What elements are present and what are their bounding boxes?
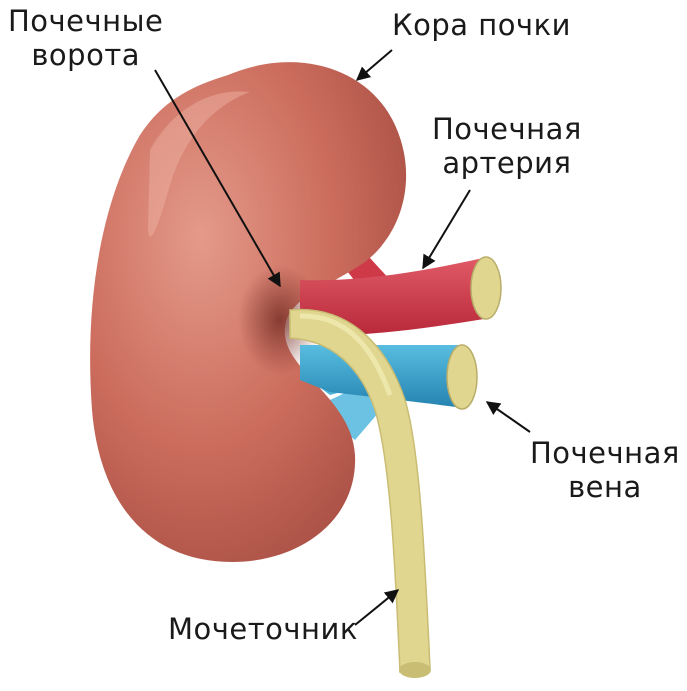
label-vein-line1: Почечная [530,436,680,470]
vein-pointer [487,402,530,432]
ureter-pointer [355,590,398,625]
label-ureter-text: Мочеточник [168,612,358,646]
artery-pointer [423,190,470,268]
label-artery: Почечная артерия [432,112,582,180]
label-ureter: Мочеточник [168,612,358,646]
cortex-pointer [357,50,392,80]
label-artery-line1: Почечная [432,112,582,146]
label-vein-line2: вена [530,470,680,504]
label-hilum-line1: Почечные [8,4,163,38]
label-cortex: Кора почки [392,8,571,42]
label-cortex-text: Кора почки [392,8,571,42]
label-hilum-line2: ворота [8,38,163,72]
label-vein: Почечная вена [530,436,680,504]
label-artery-line2: артерия [432,146,582,180]
label-hilum: Почечные ворота [8,4,163,72]
